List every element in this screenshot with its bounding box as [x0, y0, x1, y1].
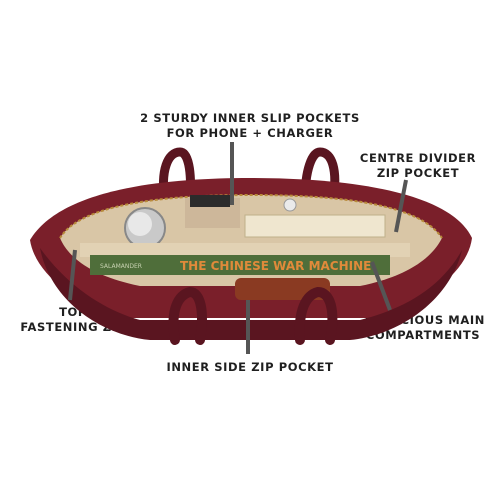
pointer-centre-divider: [394, 179, 408, 233]
back-handle: [158, 147, 195, 207]
callout-centre-divider: CENTRE DIVIDER ZIP POCKET: [358, 151, 478, 181]
front-handle-left: [168, 286, 207, 345]
callout-centre-divider-line1: CENTRE DIVIDER: [359, 151, 477, 165]
pointer-main-compartments: [370, 261, 392, 311]
mirror-shine: [128, 212, 152, 236]
book-cover: [90, 255, 390, 275]
book-title: THE CHINESE WAR MACHINE: [180, 259, 371, 273]
callout-inner-slip-pockets: 2 STURDY INNER SLIP POCKETS FOR PHONE + …: [130, 111, 370, 141]
back-handle-right: [300, 147, 340, 205]
front-handle-right: [294, 286, 338, 345]
callout-inner-slip-line1: 2 STURDY INNER SLIP POCKETS: [140, 111, 360, 125]
pointer-top-zip: [68, 249, 77, 301]
phone: [190, 195, 230, 207]
book-publisher: SALAMANDER: [100, 263, 142, 270]
callout-side-zip-text: INNER SIDE ZIP POCKET: [166, 360, 334, 374]
keyring: [283, 198, 297, 212]
divider-panel: [80, 243, 410, 257]
book: THE CHINESE WAR MACHINE SALAMANDER: [90, 255, 390, 275]
callout-centre-divider-line2: ZIP POCKET: [376, 166, 460, 180]
callout-main-compartments-line2: COMPARTMENTS: [365, 328, 481, 342]
callout-inner-slip-line2: FOR PHONE + CHARGER: [166, 126, 334, 140]
notebook: [244, 214, 386, 238]
zip-edge: [59, 193, 443, 239]
bag-body-shadow: [40, 248, 462, 340]
callout-side-zip: INNER SIDE ZIP POCKET: [150, 360, 350, 375]
